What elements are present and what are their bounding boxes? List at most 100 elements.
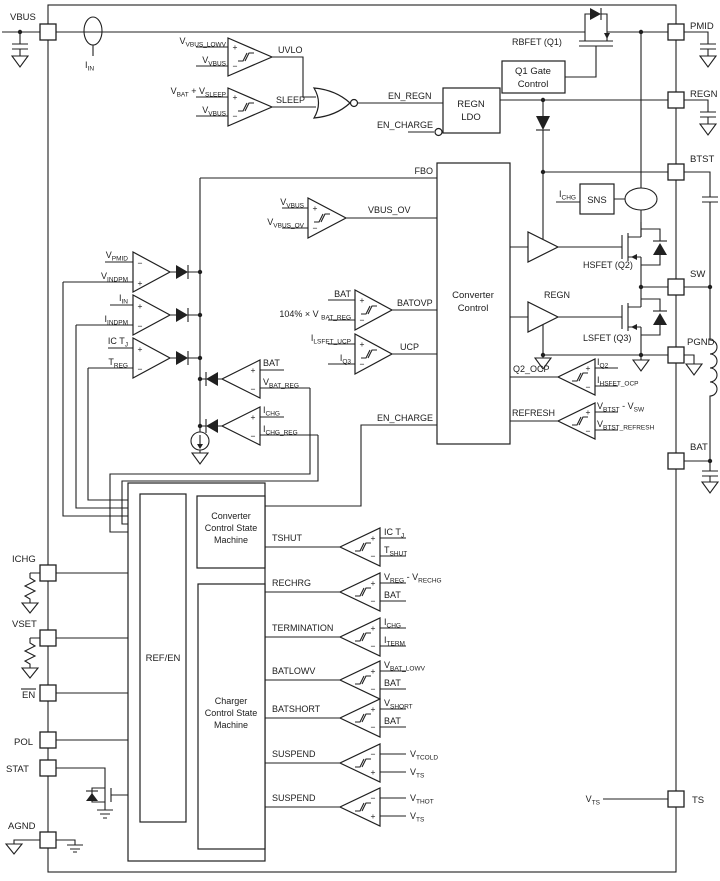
label-batovp: BATOVP: [397, 298, 433, 308]
or-diode-icon: [176, 308, 188, 322]
pin-vbus: [39, 23, 57, 41]
label-vvbus-lowv: VVBUS_LOWV: [180, 36, 227, 49]
chg-csm-text-3: Machine: [214, 720, 248, 730]
label-bat-4: BAT: [384, 678, 401, 688]
lsfet-arrow-icon: [631, 324, 637, 330]
pin-label-en: EN: [22, 690, 35, 701]
label-vvbus3: VVBUS: [280, 197, 304, 210]
svg-text:−: −: [360, 359, 365, 369]
input-current-sense-icon: [83, 16, 103, 46]
pin-label-btst: BTST: [690, 154, 714, 165]
junction-dots: [17, 29, 713, 464]
label-lsfet: LSFET (Q3): [583, 333, 631, 343]
batshort-comparator: [338, 698, 381, 738]
label-ichg-sns: ICHG: [559, 189, 576, 202]
svg-text:−: −: [586, 426, 591, 436]
comparator-signs: +− +− +− +− +− −+ +− +− +− +− +− +− +− +…: [138, 42, 591, 821]
label-bat-2: BAT: [263, 358, 280, 368]
label-iq3: IQ3: [340, 353, 352, 366]
refresh-comparator: [556, 402, 596, 440]
svg-text:+: +: [360, 339, 365, 349]
pin-sw: [667, 278, 685, 296]
converter-control-text-2: Control: [458, 303, 489, 314]
svg-text:−: −: [371, 641, 376, 651]
or-diode-icon: [176, 265, 188, 279]
ground-icon: [698, 55, 718, 68]
svg-text:+: +: [360, 295, 365, 305]
svg-text:+: +: [371, 811, 376, 821]
pin-label-vbus: VBUS: [10, 12, 36, 23]
or-diode-icon: [176, 351, 188, 365]
label-tshut: TSHUT: [272, 533, 302, 543]
q1-gate-control-text-1: Q1 Gate: [515, 66, 551, 77]
label-ilsfet-ucp: ILSFET_UCP: [311, 333, 351, 346]
ground-icon: [684, 363, 704, 376]
sleep-comparator: [227, 87, 274, 127]
label-treg: TREG: [108, 357, 128, 370]
pin-ts: [667, 790, 685, 808]
label-ictj: IC TJ: [108, 336, 128, 349]
label-fbo: FBO: [414, 166, 433, 176]
svg-text:−: −: [371, 749, 376, 759]
chg-csm-text-2: Control State: [205, 708, 258, 718]
label-q2-ocp: Q2_OCP: [513, 364, 550, 374]
pin-regn: [667, 91, 685, 109]
svg-text:−: −: [371, 684, 376, 694]
label-vvbus-ov: VVBUS_OV: [267, 217, 304, 230]
label-bat-5: BAT: [384, 716, 401, 726]
ground-icon: [190, 452, 210, 465]
chassis-ground-icon: [67, 844, 83, 853]
diode-icons: [83, 8, 667, 801]
label-hsfet: HSFET (Q2): [583, 260, 633, 270]
comparators: [132, 37, 596, 827]
lsfet-body-diode-icon: [653, 313, 667, 325]
q1-gate-control-block: [501, 60, 566, 94]
label-iin: IIN: [119, 293, 128, 306]
pin-label-ts: TS: [692, 795, 704, 806]
svg-text:+: +: [371, 623, 376, 633]
label-sleep: SLEEP: [276, 95, 305, 105]
label-rechrg: RECHRG: [272, 578, 311, 588]
label-regn-driver: REGN: [544, 290, 570, 300]
label-refresh: REFRESH: [512, 408, 555, 418]
svg-text:+: +: [371, 704, 376, 714]
suspend-cold-comparator: [338, 743, 381, 783]
current-source-arrow-icon: [197, 444, 203, 449]
ground-icon: [698, 123, 718, 136]
vbatreg-amp: [220, 359, 261, 399]
charger-csm-block: [197, 583, 266, 850]
pin-stat: [39, 759, 57, 777]
uvlo-comparator: [227, 37, 274, 77]
label-ichg-amp: ICHG: [263, 405, 280, 418]
ground-icon: [700, 481, 720, 494]
label-vts-2: VTS: [410, 811, 425, 824]
nor-bubble-icon: [349, 98, 359, 108]
chassis-ground-icon: [97, 809, 113, 819]
conv-csm-text-1: Converter: [211, 511, 251, 521]
svg-text:−: −: [233, 61, 238, 71]
pin-label-sw: SW: [690, 269, 705, 280]
label-vbus-ov-out: VBUS_OV: [368, 205, 411, 215]
label-vthot: VTHOT: [410, 793, 434, 806]
label-suspend-2: SUSPEND: [272, 793, 316, 803]
label-vbat-vsleep: VBAT + VSLEEP: [171, 86, 226, 99]
regn-btst-diode-icon: [536, 116, 550, 130]
ground-icon: [20, 602, 40, 614]
svg-text:+: +: [586, 407, 591, 417]
pin-pgnd: [667, 346, 685, 364]
hsfet-arrow-icon: [631, 254, 637, 260]
treg-amp: [132, 336, 172, 380]
pin-btst: [667, 163, 685, 181]
svg-text:−: −: [371, 551, 376, 561]
svg-text:−: −: [138, 258, 143, 268]
ref-en-text: REF/EN: [146, 653, 181, 664]
sns-block: [579, 183, 615, 215]
label-vvbus2: VVBUS: [202, 105, 226, 118]
svg-text:+: +: [251, 365, 256, 375]
conv-csm-text-2: Control State: [205, 523, 258, 533]
pin-label-bat: BAT: [690, 442, 708, 453]
label-iq2: IQ2: [597, 357, 609, 370]
pins: [39, 23, 685, 849]
pin-en: [39, 684, 57, 702]
svg-text:+: +: [313, 203, 318, 213]
